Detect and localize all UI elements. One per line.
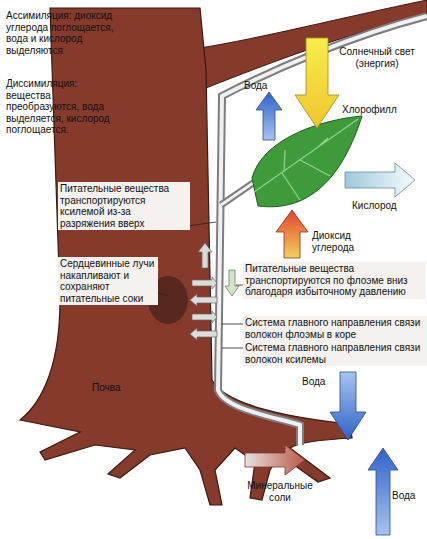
leader-line (236, 285, 243, 286)
process-note: Сердцевинные лучи накапливают и сохраняю… (58, 257, 158, 305)
process-note: Питательные вещества транспортируются кс… (58, 182, 190, 230)
process-note: Питательные вещества транспортируются по… (243, 262, 425, 299)
oxygen-arrow (345, 163, 415, 197)
water-label: Вода (392, 490, 426, 502)
leader-line (188, 222, 216, 226)
sunlight-arrow (295, 38, 339, 128)
process-note: Ассимиляция: диоксид углерода поглощаетс… (6, 10, 124, 56)
ray-arrow (192, 311, 217, 323)
process-note: Диссимиляция: вещества преобразуются, во… (6, 78, 124, 136)
water-arrow (330, 372, 366, 440)
water-label: Вода (302, 376, 338, 388)
ray-arrow (190, 294, 217, 306)
input-label: Диоксид углерода (312, 230, 378, 253)
minerals-arrow (245, 445, 305, 475)
input-label: Минеральные соли (240, 480, 320, 503)
phloem-flow-arrow (225, 270, 239, 296)
leader-line (222, 324, 243, 325)
vascular-tube-outer (218, 16, 427, 445)
input-label: Солнечный свет (энергия) (336, 46, 418, 69)
part-label: Почва (92, 382, 142, 394)
co2-arrow (276, 210, 308, 258)
part-label: Система главного направления связи волок… (243, 341, 427, 366)
water-label: Вода (244, 80, 284, 92)
output-label: Кислород (352, 200, 412, 212)
leader-lines (156, 222, 243, 348)
part-label: Хлорофилл (342, 104, 412, 116)
ray-arrows (190, 277, 217, 340)
water-arrow (256, 92, 282, 140)
vascular-tube-inner (218, 16, 427, 445)
xylem-flow-arrow (198, 243, 212, 268)
leader-line (222, 348, 243, 349)
part-label: Система главного направления связи волок… (243, 316, 427, 341)
ray-arrow (190, 328, 217, 340)
ray-arrow (192, 277, 217, 289)
